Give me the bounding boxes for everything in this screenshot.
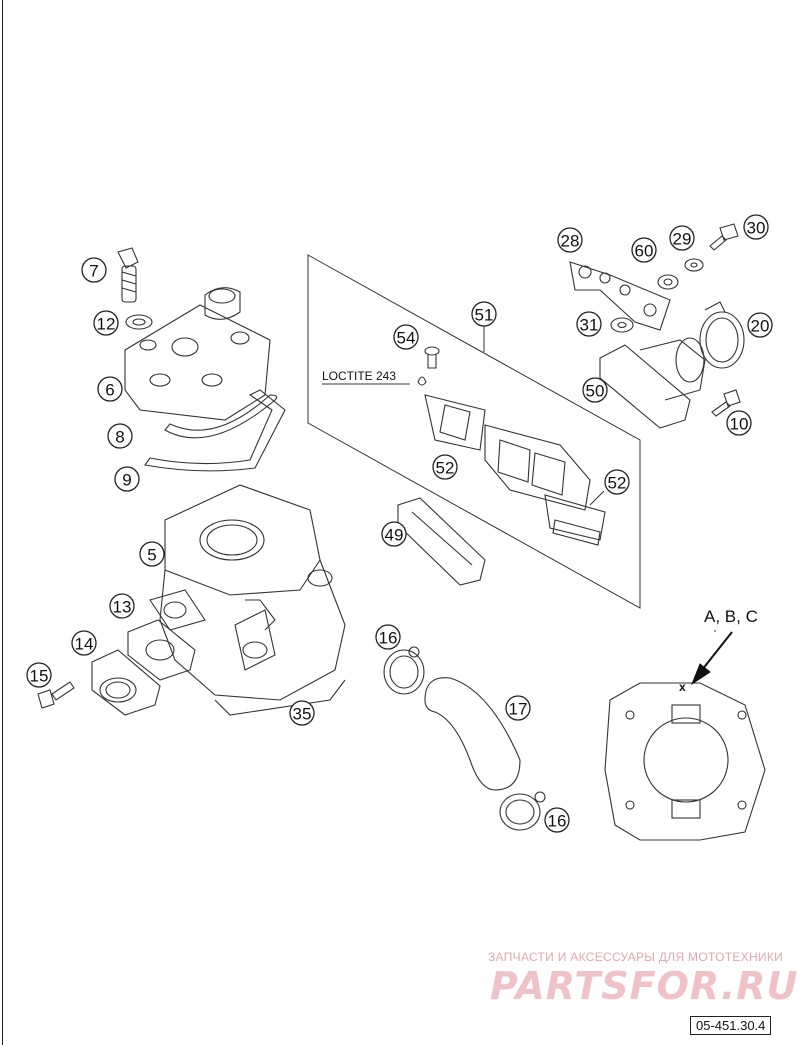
part-washer-31: [610, 317, 634, 333]
callout-8: 8: [107, 423, 133, 449]
svg-text:29: 29: [673, 230, 692, 249]
callout-51: 51: [471, 301, 497, 327]
part-screw-10: [711, 389, 741, 417]
svg-text:54: 54: [397, 329, 416, 348]
svg-text:52: 52: [436, 459, 455, 478]
callout-5: 5: [139, 541, 165, 567]
svg-text:12: 12: [97, 315, 116, 334]
svg-text:35: 35: [293, 705, 312, 724]
part-hose: [424, 677, 521, 791]
part-reed-petals-lower: [544, 494, 606, 546]
svg-text:8: 8: [115, 428, 124, 447]
svg-text:28: 28: [561, 232, 580, 251]
part-cylinder: [149, 484, 346, 716]
svg-text:20: 20: [751, 317, 770, 336]
leader-52b: [589, 490, 605, 506]
part-screw-54: [424, 346, 440, 369]
reed-valve-group-frame: [307, 254, 641, 609]
part-hose-clamp-16-upper: [383, 646, 425, 695]
callout-20: 20: [747, 312, 773, 338]
svg-text:6: 6: [105, 381, 114, 400]
callout-15: 15: [26, 662, 52, 688]
svg-text:16: 16: [379, 629, 398, 648]
callout-52-lower: 52: [604, 469, 630, 495]
pointer-arrow-icon: [690, 631, 733, 686]
callout-60: 60: [631, 237, 657, 263]
callout-9: 9: [114, 466, 140, 492]
part-reed-petals-upper: [424, 394, 486, 451]
part-intake-manifold: [599, 337, 706, 429]
page-left-border: [2, 0, 3, 1045]
svg-text:52: 52: [608, 474, 627, 493]
callout-12: 12: [93, 310, 119, 336]
drawing-code: 05-451.30.4: [690, 1016, 772, 1035]
part-bracket: [569, 261, 671, 331]
svg-text:7: 7: [89, 262, 98, 281]
svg-text:50: 50: [586, 382, 605, 401]
svg-text:17: 17: [509, 700, 528, 719]
watermark-logo: PARTSFOR.RU: [490, 964, 799, 1008]
part-cylinder-head: [124, 287, 271, 421]
callout-50: 50: [582, 377, 608, 403]
callout-35: 35: [289, 700, 315, 726]
part-washer: [125, 314, 153, 330]
svg-text:60: 60: [635, 242, 654, 261]
svg-text:14: 14: [75, 635, 94, 654]
callout-29: 29: [669, 225, 695, 251]
svg-text:5: 5: [147, 546, 156, 565]
part-head-bolt: [117, 247, 139, 303]
svg-text:49: 49: [385, 526, 404, 545]
svg-text:31: 31: [580, 316, 599, 335]
part-washer-29: [684, 258, 704, 272]
part-screw-15: [37, 681, 75, 709]
callout-16-lower: 16: [544, 807, 570, 833]
part-head-o-ring: [164, 394, 278, 439]
part-head-gasket: [144, 389, 286, 472]
watermark-tagline: ЗАПЧАСТИ И АКСЕССУАРЫ ДЛЯ МОТОТЕХНИКИ: [488, 950, 784, 964]
loctite-drop-icon: [417, 376, 427, 386]
callout-49: 49: [381, 521, 407, 547]
loctite-label: LOCTITE 243: [322, 369, 397, 383]
part-hose-clamp-16-lower: [499, 791, 546, 831]
callout-52-upper: 52: [432, 454, 458, 480]
part-hose-clamp-20: [699, 301, 745, 369]
callout-30: 30: [743, 214, 769, 240]
callout-7: 7: [81, 257, 107, 283]
callout-13: 13: [109, 593, 135, 619]
svg-text:9: 9: [122, 471, 131, 490]
svg-text:15: 15: [30, 667, 49, 686]
part-screw-30: [709, 223, 739, 251]
part-reed-gasket: [397, 497, 486, 586]
callout-17: 17: [505, 695, 531, 721]
part-spacer: [657, 274, 679, 290]
part-reed-valve-body: [484, 424, 591, 511]
variant-label: A, B, C: [704, 607, 758, 626]
svg-text:16: 16: [548, 812, 567, 831]
part-cylinder-base-gasket: [604, 682, 766, 841]
callout-31: 31: [576, 311, 602, 337]
callout-16-upper: 16: [375, 624, 401, 650]
part-intake-gasket: [127, 619, 196, 681]
svg-text:30: 30: [747, 219, 766, 238]
svg-text:10: 10: [730, 415, 749, 434]
callout-28: 28: [557, 227, 583, 253]
marking-x: x: [679, 680, 686, 694]
svg-text:51: 51: [475, 306, 494, 325]
callout-6: 6: [97, 376, 123, 402]
svg-text:13: 13: [113, 598, 132, 617]
callout-14: 14: [71, 630, 97, 656]
part-intake-flange: [91, 649, 161, 716]
callout-10: 10: [726, 410, 752, 436]
callout-54: 54: [393, 324, 419, 350]
